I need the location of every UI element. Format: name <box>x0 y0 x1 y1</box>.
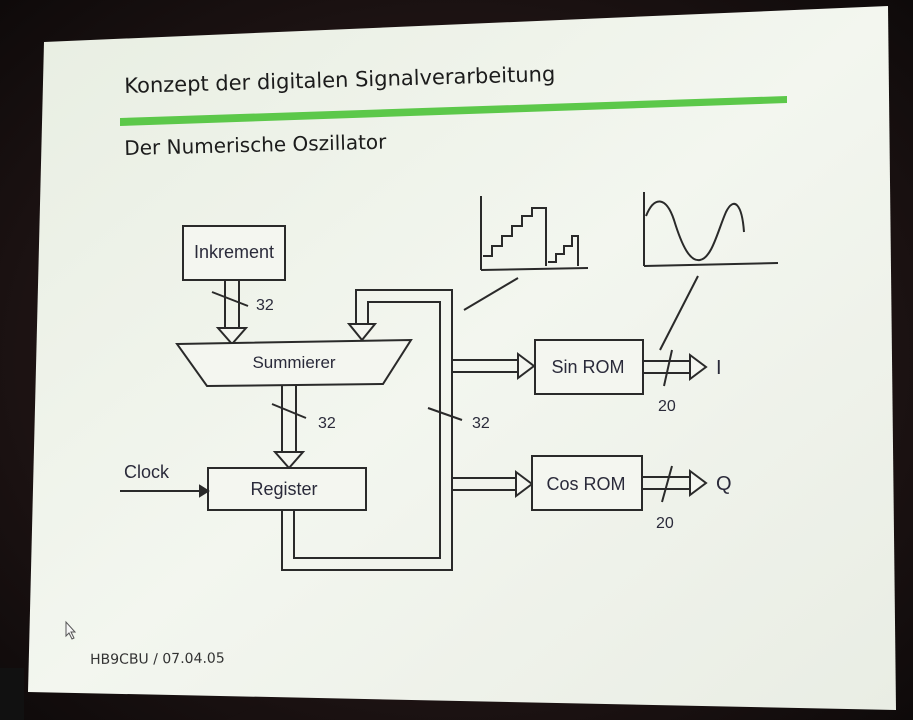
cos-rom-block <box>531 455 643 511</box>
sin-rom-label: Sin ROM <box>551 357 624 377</box>
cos-output-arrow <box>689 469 708 497</box>
cos-rom-label: Cos ROM <box>546 474 625 494</box>
sin-rom-block <box>534 339 644 395</box>
sine-wave-icon <box>643 192 779 267</box>
summierer-block <box>175 338 413 388</box>
title-underline <box>120 96 787 126</box>
register-label: Register <box>250 479 317 499</box>
output-q-label: Q <box>716 473 732 495</box>
register-block <box>207 467 367 511</box>
sin-output-arrow <box>689 353 708 381</box>
feedback-arrow <box>346 323 378 342</box>
slide-footer: HB9CBU / 07.04.05 <box>90 650 225 668</box>
bus-width-summierer: 32 <box>318 415 336 432</box>
cos-rom-arrow <box>515 470 534 498</box>
clock-arrowhead <box>199 484 210 498</box>
inkrement-block <box>182 225 286 281</box>
clock-label: Clock <box>124 462 170 482</box>
bus-width-sin-out: 20 <box>658 398 676 415</box>
inkrement-label: Inkrement <box>194 242 274 262</box>
summierer-label: Summierer <box>252 353 335 372</box>
mouse-cursor-icon <box>65 620 77 640</box>
summierer-arrow <box>272 451 306 470</box>
slide-surface <box>28 6 896 710</box>
foreground-object-bottom <box>225 704 300 720</box>
bus-width-inkrement: 32 <box>256 297 274 314</box>
output-i-label: I <box>716 357 722 379</box>
staircase-wave-icon <box>480 196 589 271</box>
inkrement-arrow <box>215 327 249 346</box>
bus-width-cos-out: 20 <box>656 515 674 532</box>
sine-pointer <box>659 275 699 351</box>
staircase-pointer <box>463 277 519 311</box>
bus-width-register: 32 <box>472 415 490 432</box>
foreground-object <box>0 668 24 720</box>
sin-rom-arrow <box>517 352 536 380</box>
